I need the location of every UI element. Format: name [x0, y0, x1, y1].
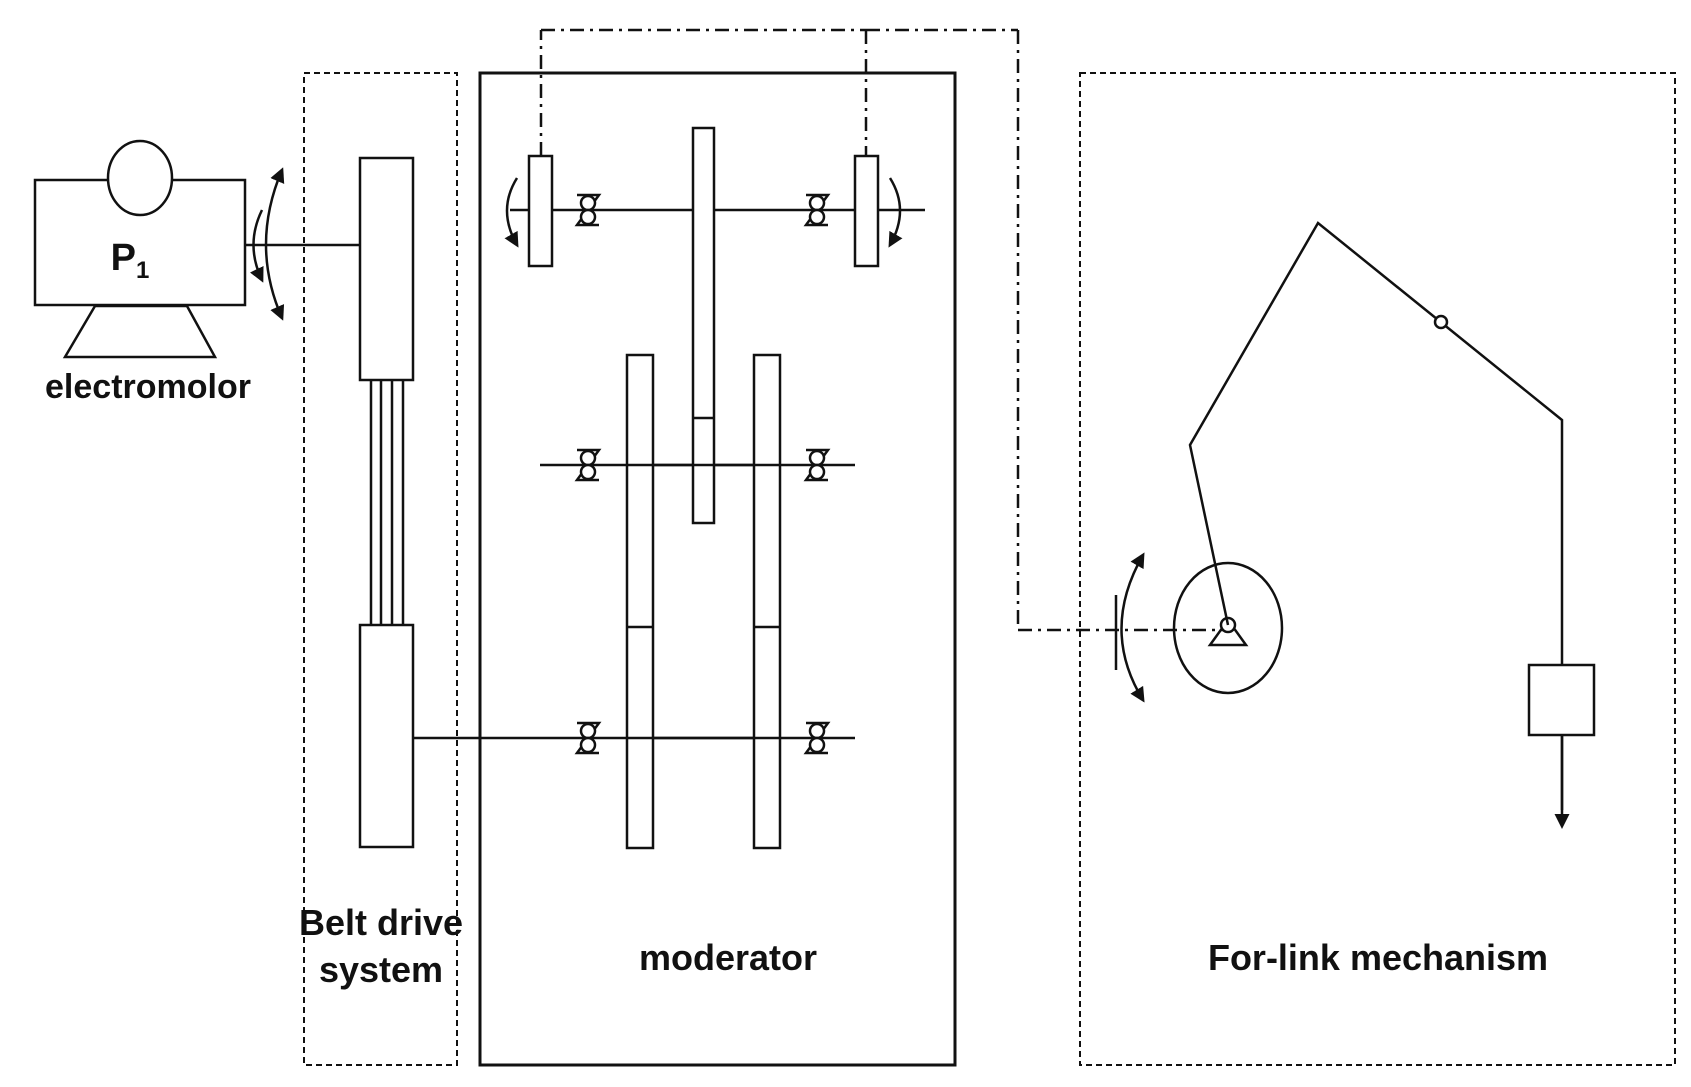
top-gear [691, 126, 716, 525]
belt-drive-label-line1: Belt drive [299, 902, 463, 943]
electric-motor [33, 139, 360, 359]
top-right-coupling [853, 154, 880, 268]
crank-pivot-support [1207, 617, 1249, 647]
belt-drive-boundary [303, 72, 458, 1066]
coupler-joint [1433, 314, 1449, 330]
right-gear [752, 353, 782, 850]
four-link-mechanism [1079, 72, 1676, 1066]
dash-dot-connection [539, 28, 1228, 632]
moderator-label: moderator [639, 937, 817, 978]
motor-label: electromolor [45, 368, 251, 406]
moderator [478, 71, 957, 1067]
four-link-boundary [1079, 72, 1676, 1066]
motor-symbol-letter: P [111, 237, 136, 279]
motor-base [62, 304, 218, 359]
left-gear [625, 353, 655, 850]
right-rotation-arrow [888, 177, 903, 248]
motor-symbol-subscript: 1 [136, 257, 149, 284]
left-rotation-arrow [504, 177, 519, 248]
upper-pulley [358, 156, 415, 382]
motor-rotation-arrow [250, 209, 264, 283]
four-link-label: For-link mechanism [1208, 937, 1548, 978]
crank-disk [1172, 561, 1284, 695]
belt-drive-label-line2: system [319, 949, 443, 990]
motor-rotation-arc-outer [264, 167, 285, 321]
four-link-rotation-arrow [1120, 552, 1145, 703]
slider-block [1527, 663, 1596, 737]
motor-symbol: P1 [111, 237, 150, 284]
link-chain [1188, 221, 1564, 810]
top-left-coupling [527, 154, 554, 268]
moderator-boundary [478, 71, 957, 1067]
lower-pulley [358, 623, 415, 849]
belt-drive-system [303, 72, 855, 1066]
motor-top-circle [106, 139, 174, 217]
